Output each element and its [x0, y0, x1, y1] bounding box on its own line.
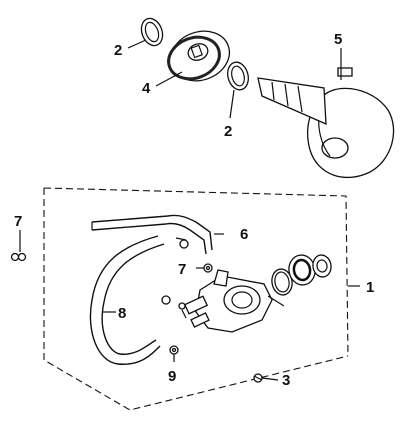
pump-group-frame [43, 187, 349, 411]
callout-6: 6 [240, 226, 248, 243]
callout-2-lower: 2 [224, 123, 232, 140]
circlip-lower [227, 61, 249, 91]
callout-2-upper: 2 [114, 42, 122, 59]
hose-8 [89, 235, 165, 365]
callout-9: 9 [168, 368, 176, 385]
callout-5: 5 [334, 31, 342, 48]
hose-clip [175, 237, 189, 249]
callout-8: 8 [118, 305, 126, 322]
clip-7-left [10, 252, 27, 262]
shaft-key [337, 67, 353, 77]
crank-pin-hole [321, 137, 349, 159]
crankshaft-assembly [257, 67, 395, 179]
callout-4: 4 [142, 80, 151, 97]
bolt-3 [253, 373, 263, 383]
crank-shaft [257, 77, 327, 126]
callout-7-pump: 7 [178, 261, 186, 278]
clip-9 [169, 345, 179, 355]
oil-pump-body [183, 269, 285, 333]
pump-screws [161, 295, 187, 319]
circlip-upper [140, 17, 164, 47]
hose-6 [91, 214, 213, 255]
leader-lines [19, 39, 360, 381]
drive-gear [167, 30, 231, 82]
o-ring [271, 268, 293, 296]
driven-gear [288, 254, 332, 286]
clip-7-pump [203, 263, 213, 273]
callout-3: 3 [282, 372, 290, 389]
callout-7-left: 7 [14, 213, 22, 230]
callout-1: 1 [366, 279, 374, 296]
